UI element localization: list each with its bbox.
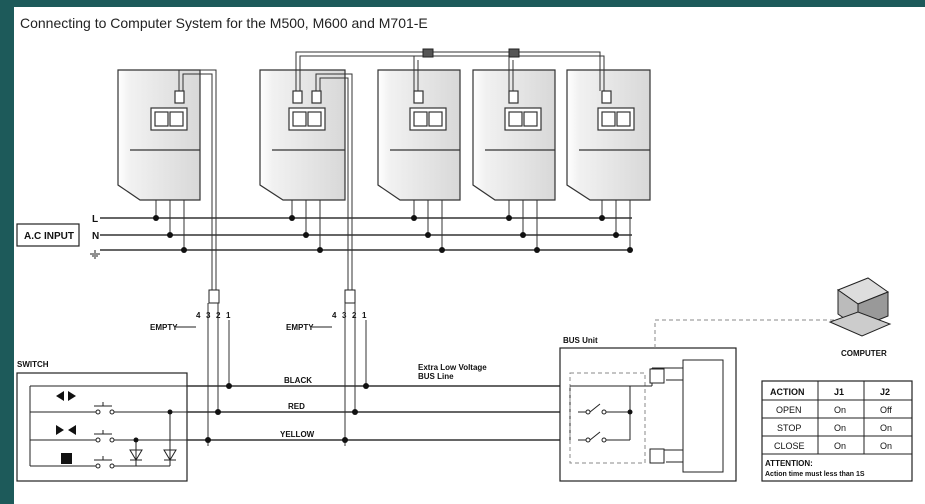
computer-icon (828, 277, 892, 337)
attention-label: ATTENTION: (765, 459, 813, 468)
bus-unit: BUS Unit (559, 336, 737, 482)
line-label-l: L (92, 214, 98, 225)
cable-joint-icons (422, 48, 520, 58)
pin-1-label: 1 (226, 311, 231, 320)
motor-unit-5 (566, 69, 651, 201)
stop-square-icon[interactable] (61, 453, 72, 464)
table-cell: On (880, 441, 892, 451)
computer-link (654, 319, 835, 348)
table-header-action: ACTION (770, 387, 805, 397)
pin-1-label: 1 (362, 311, 367, 320)
table-header-j1: J1 (834, 387, 844, 397)
table-cell: On (880, 423, 892, 433)
connector-1: EMPTY 4 3 2 1 (150, 303, 231, 446)
bus-wires: BLACK RED YELLOW Extra Low Voltage BUS L… (187, 363, 578, 443)
frame-left-bar (0, 0, 14, 504)
rj-plugs (208, 289, 356, 304)
bus-line-label-2: BUS Line (418, 372, 454, 381)
table-header-j2: J2 (880, 387, 890, 397)
table-cell: Off (880, 405, 892, 415)
motor-units (117, 69, 651, 201)
attention-note: Action time must less than 1S (765, 471, 865, 478)
motor-unit-1 (117, 69, 201, 201)
motor-unit-3 (377, 69, 461, 201)
wire-red-label: RED (288, 402, 305, 411)
table-cell: STOP (777, 423, 801, 433)
bus-interconnect-cables (178, 51, 605, 290)
table-cell: CLOSE (774, 441, 805, 451)
page-title: Connecting to Computer System for the M5… (20, 15, 428, 31)
switch-panel: SWITCH (16, 360, 188, 482)
action-table: ACTION J1 J2 OPEN On Off STOP On On CLOS… (761, 380, 913, 482)
line-label-n: N (92, 231, 99, 242)
table-cell: On (834, 441, 846, 451)
bus-unit-label: BUS Unit (563, 336, 598, 345)
empty-label-1: EMPTY (150, 323, 178, 332)
switch-label: SWITCH (17, 360, 49, 369)
connector-2: EMPTY 4 3 2 1 (286, 303, 367, 446)
open-arrows-icon[interactable] (56, 391, 76, 401)
diode-icon (129, 449, 177, 461)
pin-4-label: 4 (332, 311, 337, 320)
ac-input-box (16, 223, 80, 247)
wire-yellow-label: YELLOW (280, 430, 315, 439)
ac-input-label: A.C INPUT (24, 231, 74, 242)
frame-top-bar (0, 0, 925, 7)
table-cell: On (834, 405, 846, 415)
close-arrows-icon[interactable] (56, 425, 76, 435)
pin-4-label: 4 (196, 311, 201, 320)
table-cell: On (834, 423, 846, 433)
empty-label-2: EMPTY (286, 323, 314, 332)
wire-black-label: BLACK (284, 376, 312, 385)
ground-icon (90, 250, 100, 259)
table-cell: OPEN (776, 405, 802, 415)
ac-input: A.C INPUT L N (16, 200, 633, 259)
computer-label: COMPUTER (841, 349, 887, 358)
motor-unit-4 (472, 69, 556, 201)
bus-line-label-1: Extra Low Voltage (418, 363, 487, 372)
relay-coil-icon (649, 368, 665, 464)
motor-unit-2 (259, 69, 346, 201)
